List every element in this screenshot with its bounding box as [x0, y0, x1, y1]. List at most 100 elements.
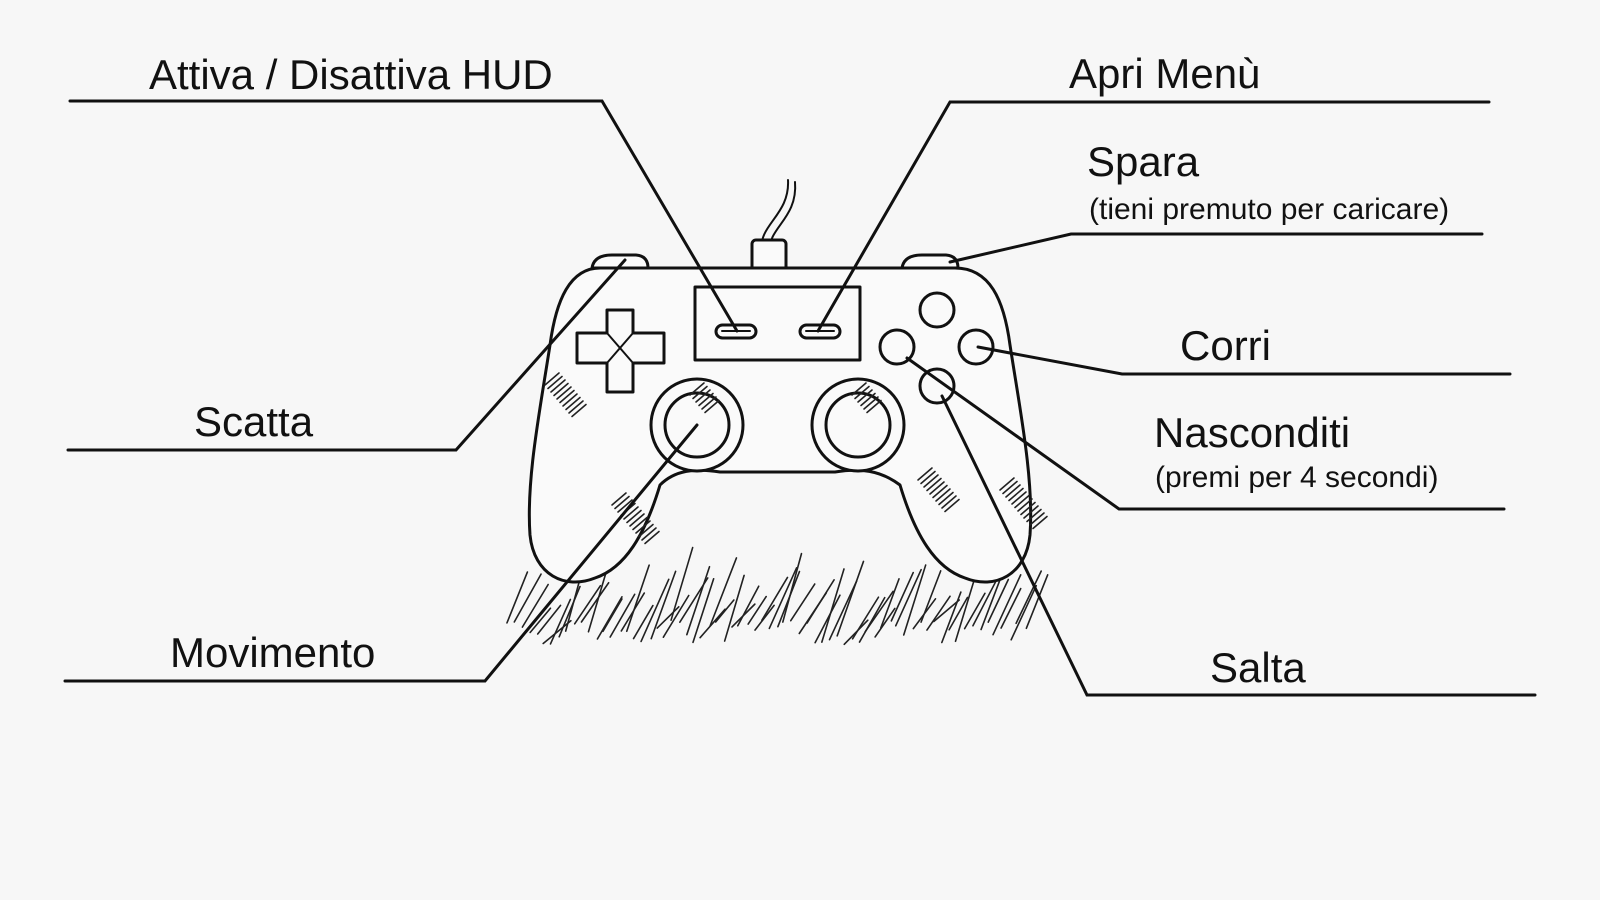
- ground-scribble-stroke: [670, 546, 694, 621]
- ground-scribble-stroke: [987, 578, 1010, 623]
- body-shading: [544, 372, 1048, 545]
- shading-stroke: [568, 400, 584, 414]
- ground-scribble-stroke: [529, 607, 552, 634]
- shading-stroke: [638, 523, 654, 538]
- dpad-crease-ul: [606, 332, 621, 349]
- shading-stroke: [1026, 508, 1042, 523]
- dpad-crease-ur: [619, 332, 634, 349]
- shading-stroke: [1029, 512, 1045, 526]
- ground-scribble-stroke: [1010, 584, 1038, 641]
- ground-scribble-stroke: [864, 590, 894, 633]
- ground-scribble-stroke: [656, 605, 680, 629]
- shading-stroke: [701, 396, 717, 410]
- label-open-menu: Apri Menù: [1069, 50, 1260, 97]
- label-jump: Salta: [1210, 644, 1306, 691]
- face-button-right: [957, 328, 995, 366]
- ground-scribble-stroke: [992, 574, 1022, 636]
- shading-stroke: [1008, 487, 1024, 502]
- shading-stroke: [929, 481, 945, 495]
- ground-scribble-stroke: [972, 577, 999, 627]
- ground-scribble-stroke: [858, 596, 886, 643]
- ground-scribble-stroke: [558, 585, 581, 638]
- shading-stroke: [944, 498, 960, 513]
- shading-stroke: [917, 467, 933, 481]
- ground-scribble-stroke: [1000, 587, 1022, 629]
- shading-stroke: [860, 392, 876, 407]
- shading-stroke: [695, 389, 711, 403]
- ground-scribble-stroke: [521, 583, 549, 628]
- right-shoulder-button: [900, 253, 960, 270]
- shading-stroke: [550, 379, 566, 393]
- right-stick-cap: [824, 391, 892, 459]
- shading-stroke: [632, 516, 648, 531]
- shading-stroke: [1014, 494, 1030, 509]
- ground-scribble-stroke: [662, 594, 690, 638]
- ground-scribble-stroke: [602, 598, 623, 633]
- ground-scribble-stroke: [880, 578, 900, 629]
- shading-stroke: [559, 389, 575, 404]
- shading-stroke: [704, 399, 720, 414]
- label-toggle-hud: Attiva / Disattiva HUD: [149, 51, 553, 98]
- gamepad-illustration: [527, 179, 1048, 584]
- ground-scribble-stroke: [1025, 574, 1049, 630]
- ground-scribble-stroke: [828, 580, 858, 641]
- leader-lines: [63, 99, 1537, 697]
- shading-stroke: [1017, 498, 1033, 512]
- ground-scribble-stroke: [948, 596, 969, 631]
- shading-stroke: [1002, 480, 1018, 495]
- ground-scribble-stroke: [902, 564, 927, 636]
- shading-stroke: [544, 372, 560, 386]
- shading-stroke: [565, 396, 581, 411]
- callout-labels: Attiva / Disattiva HUD Apri Menù Spara (…: [149, 50, 1449, 691]
- ground-scribble-stroke: [806, 579, 835, 624]
- shading-stroke: [926, 477, 942, 492]
- shading-stroke: [923, 474, 939, 488]
- shading-stroke: [644, 530, 660, 545]
- shading-stroke: [641, 527, 657, 541]
- shading-stroke: [1023, 505, 1039, 519]
- face-buttons: [878, 291, 995, 405]
- label-hide-note: (premi per 4 secondi): [1155, 461, 1438, 494]
- ground-scribble-stroke: [609, 593, 636, 638]
- ground-scribble-stroke: [747, 595, 767, 625]
- ground-scribble-stroke: [632, 604, 654, 640]
- shading-stroke: [1032, 515, 1048, 530]
- leader-snap: [66, 258, 627, 452]
- shading-stroke: [938, 491, 954, 506]
- leader-movement: [63, 423, 699, 683]
- leader-open-menu: [816, 100, 1491, 333]
- ground-scribble-stroke: [573, 584, 602, 625]
- ground-scribble-stroke: [851, 596, 880, 640]
- shading-stroke: [1020, 501, 1036, 516]
- leader-shoot: [948, 232, 1484, 264]
- ground-scribble-stroke: [782, 552, 803, 623]
- ground-scribble-stroke: [709, 557, 738, 627]
- shading-stroke: [935, 488, 951, 502]
- ground-scribble-stroke: [836, 560, 865, 637]
- shading-stroke: [920, 470, 936, 485]
- shading-stroke: [623, 506, 639, 520]
- ground-scribble-stroke: [894, 568, 922, 627]
- ground-scribble: [506, 546, 1049, 646]
- shading-stroke: [611, 492, 627, 506]
- shading-stroke: [689, 382, 705, 396]
- right-analog-stick: [810, 377, 906, 473]
- label-movement: Movimento: [170, 629, 375, 676]
- ground-scribble-stroke: [596, 596, 623, 640]
- leader-run: [976, 345, 1512, 376]
- shading-stroke: [863, 396, 879, 410]
- ground-scribble-stroke: [723, 574, 745, 642]
- shading-stroke: [1011, 491, 1027, 505]
- ground-scribble-stroke: [941, 591, 962, 644]
- shading-stroke: [999, 477, 1015, 491]
- ground-scribble-stroke: [650, 570, 677, 640]
- leader-jump: [940, 394, 1537, 697]
- shading-stroke: [629, 513, 645, 527]
- shading-stroke: [932, 484, 948, 499]
- ground-scribble-stroke: [933, 599, 961, 623]
- dpad: [575, 308, 666, 394]
- shading-stroke: [866, 399, 882, 414]
- shading-stroke: [617, 499, 633, 513]
- ground-scribble-stroke: [686, 565, 711, 636]
- ground-scribble-stroke: [536, 604, 562, 635]
